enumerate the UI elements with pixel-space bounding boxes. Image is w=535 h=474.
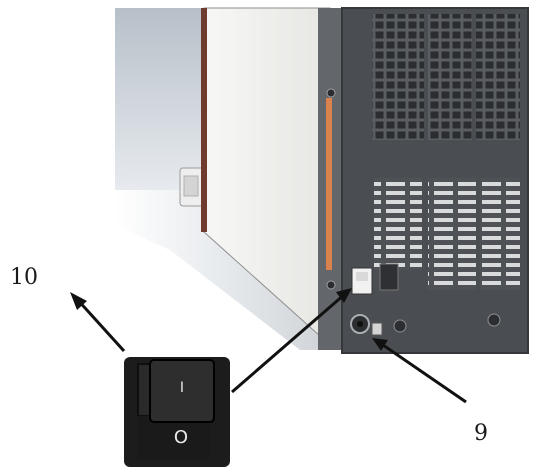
socket-latch: [371, 322, 383, 336]
arrow-to-power-socket: [379, 341, 467, 404]
panel-screw-lower: [393, 319, 407, 333]
lower-vent-left: [374, 178, 422, 270]
switch-on-symbol: I: [180, 380, 184, 396]
arrow-to-panel-switch: [231, 292, 346, 394]
lower-vent-right: [480, 178, 520, 290]
callout-number-10: 10: [10, 265, 38, 290]
arrow-to-switch-closeup: [74, 296, 126, 353]
frame-screw-bottom: [326, 280, 336, 290]
upper-vent-left: [372, 14, 424, 140]
upper-vent-right: [476, 14, 520, 140]
panel-screw-right: [487, 313, 501, 327]
panel-switch-housing: [379, 263, 399, 291]
rocker-switch-closeup: I O: [124, 357, 230, 467]
upper-vent-middle: [428, 14, 472, 140]
callout-number-9: 9: [474, 421, 488, 446]
orange-seal-strip: [326, 98, 332, 270]
lower-vent-middle: [428, 178, 476, 290]
frame-screw-top: [326, 88, 336, 98]
switch-off-symbol: O: [174, 427, 188, 448]
